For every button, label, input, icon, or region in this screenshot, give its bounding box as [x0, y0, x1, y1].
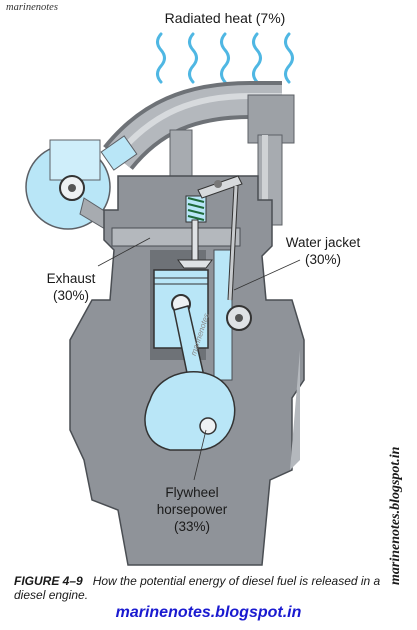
heat-wave: [252, 32, 262, 84]
flywheel-label: Flywheel horsepower (33%): [142, 484, 242, 535]
radiated-heat-waves: [156, 32, 294, 84]
watermark-top: marinenotes: [6, 2, 58, 13]
turbocharger: [25, 139, 151, 257]
heat-wave: [156, 32, 166, 84]
heat-wave: [220, 32, 230, 84]
valve-train: [177, 175, 252, 331]
flywheel-line2: horsepower: [156, 502, 228, 517]
water-jacket-label: Water jacket (30%): [278, 234, 368, 268]
exhaust-manifold-pipe: [100, 81, 295, 226]
caption-text: How the potential energy of diesel fuel …: [14, 574, 381, 602]
connecting-rod: [144, 305, 236, 451]
flywheel-leader: [193, 429, 207, 481]
flywheel-line3: (33%): [173, 519, 210, 534]
exhaust-label: Exhaust (30%): [36, 270, 106, 304]
flywheel-line1: Flywheel: [165, 485, 219, 500]
water-jacket-leader: [233, 259, 301, 291]
radiated-heat-label: Radiated heat (7%): [164, 10, 286, 26]
figure-caption: FIGURE 4–9 How the potential energy of d…: [14, 574, 399, 602]
exhaust-leader: [97, 237, 151, 267]
watermark-side: marinenotes.blogspot.in: [388, 446, 403, 585]
blog-link[interactable]: marinenotes.blogspot.in: [115, 604, 302, 621]
water-jacket-line2: (30%): [304, 252, 341, 267]
heat-wave: [188, 32, 198, 84]
leader-lines: [97, 237, 301, 481]
heat-wave: [284, 32, 294, 84]
exhaust-line2: (30%): [52, 288, 89, 303]
figure-label: FIGURE 4–9: [14, 574, 83, 588]
water-jacket-line1: Water jacket: [285, 235, 361, 250]
exhaust-line1: Exhaust: [46, 271, 96, 286]
